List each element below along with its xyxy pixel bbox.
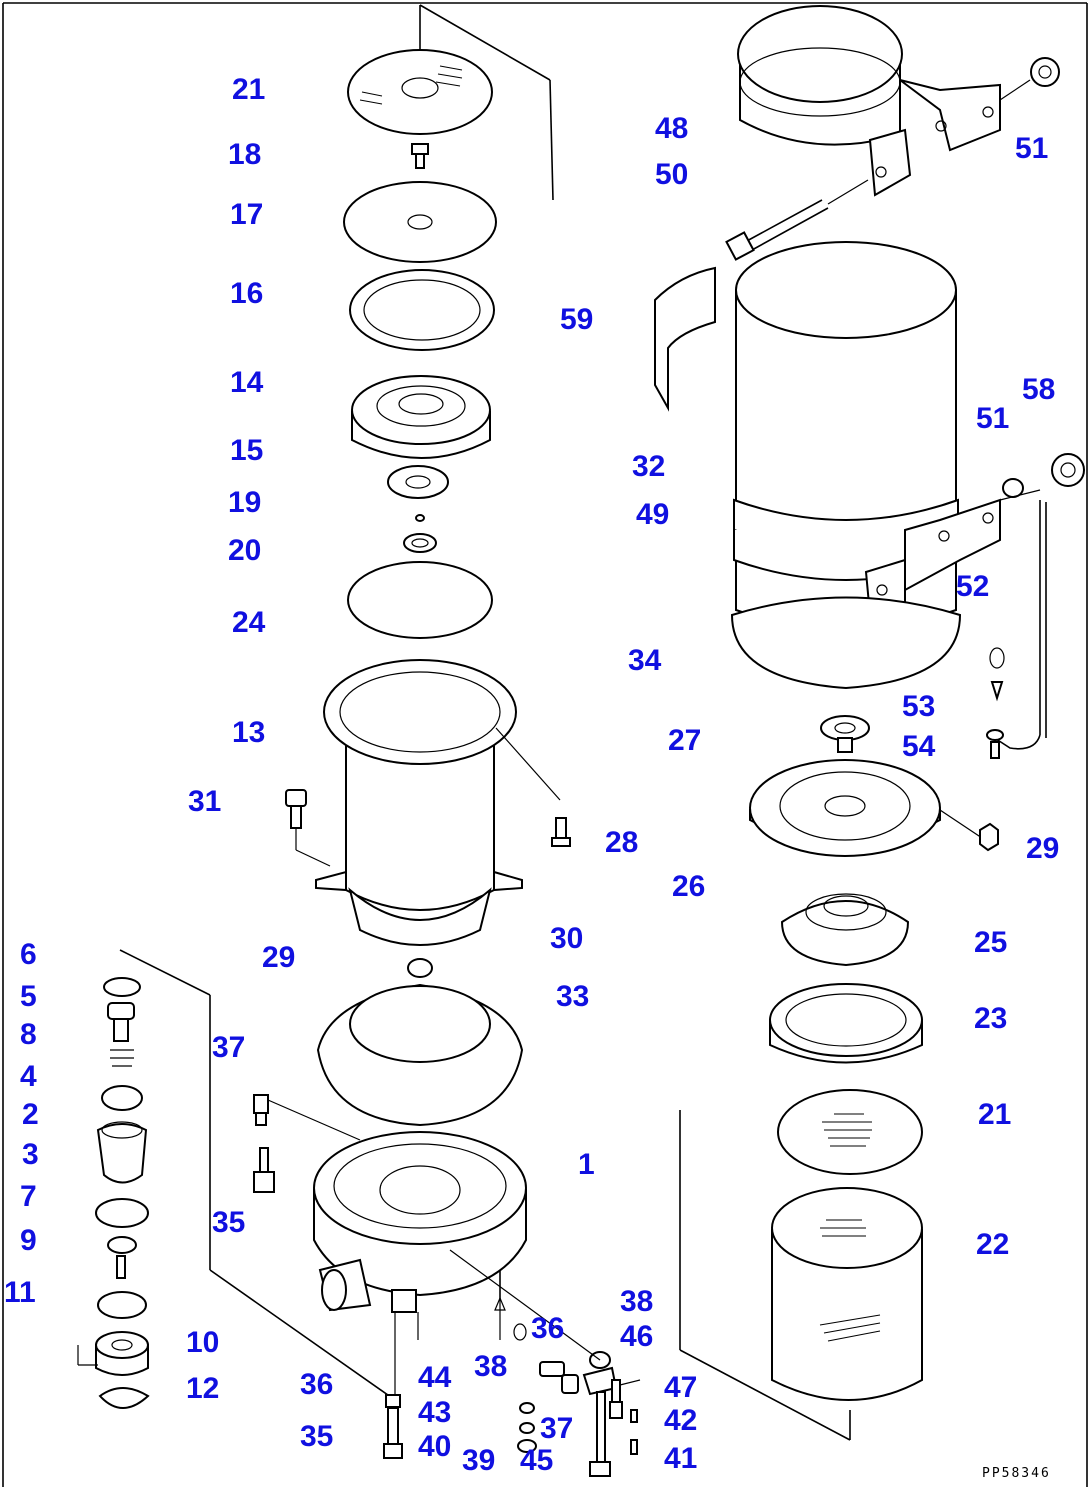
parts-15-19-20 — [387, 465, 449, 553]
label-part-50: 47 — [664, 1371, 698, 1404]
label-part-42: 39 — [462, 1444, 496, 1477]
label-part-53: 51 — [1015, 132, 1049, 165]
parts-54-55-58 — [989, 453, 1085, 750]
label-part-47: 44 — [418, 1361, 452, 1394]
part-59-strip — [654, 266, 716, 412]
label-part-39: 36 — [531, 1312, 565, 1345]
label-part-10: 10 — [186, 1326, 220, 1359]
part-26-lid — [749, 759, 986, 857]
guide-lines — [119, 4, 851, 1441]
bottom-fitting-parts — [383, 1249, 641, 1477]
label-part-33: 33 — [556, 980, 590, 1013]
parts-56-57 — [986, 647, 1005, 759]
part-22-filter — [771, 1187, 923, 1401]
part-21-screen — [777, 1089, 923, 1175]
parts-30-33-seals — [316, 983, 524, 1127]
label-part-22: 22 — [976, 1228, 1010, 1261]
part-21-cover — [347, 49, 493, 135]
label-part-35-upper: 35 — [212, 1206, 246, 1239]
label-part-28: 28 — [605, 826, 639, 859]
label-part-2: 2 — [22, 1098, 39, 1131]
parts-37-35-bolts — [253, 1094, 361, 1193]
label-part-29-right: 29 — [1026, 832, 1060, 865]
label-part-3: 3 — [22, 1138, 39, 1171]
part-1-body — [313, 1131, 527, 1400]
label-part-23: 23 — [974, 1002, 1008, 1035]
part-16-gasket — [349, 269, 495, 351]
part-13-housing — [315, 659, 561, 946]
part-14-cap — [351, 375, 491, 459]
label-part-16: 16 — [230, 277, 264, 310]
label-part-51-top: 48 — [655, 112, 689, 145]
label-part-15: 15 — [230, 434, 264, 467]
part-51-top-band — [737, 5, 1060, 197]
part-29-nut-left — [407, 958, 433, 978]
label-part-17: 17 — [230, 198, 264, 231]
label-part-1: 1 — [578, 1148, 595, 1181]
label-part-29-left: 29 — [262, 941, 296, 974]
label-part-46: 43 — [418, 1396, 452, 1429]
label-part-48: 45 — [520, 1444, 554, 1477]
label-part-54: 51 — [976, 402, 1010, 435]
label-part-24: 24 — [232, 606, 266, 639]
label-part-36: 36 — [300, 1368, 334, 1401]
label-part-27: 27 — [668, 724, 702, 757]
label-part-13: 13 — [232, 716, 266, 749]
drawing-code: PP58346 — [982, 1466, 1051, 1481]
label-part-40: 37 — [540, 1412, 574, 1445]
label-part-55: 52 — [956, 570, 990, 603]
part-52-bolt — [725, 179, 869, 261]
label-part-49: 46 — [620, 1320, 654, 1353]
label-part-35-lower: 35 — [300, 1420, 334, 1453]
label-part-8: 8 — [20, 1018, 37, 1051]
label-part-9: 9 — [20, 1224, 37, 1257]
label-part-43: 40 — [418, 1430, 452, 1463]
label-part-11: 11 — [4, 1276, 36, 1309]
label-part-58: 58 — [1022, 373, 1056, 406]
label-part-25: 25 — [974, 926, 1008, 959]
label-part-7: 7 — [20, 1180, 37, 1213]
label-part-21-right: 21 — [978, 1098, 1012, 1131]
label-part-21-top: 21 — [232, 73, 266, 106]
label-part-26: 26 — [672, 870, 706, 903]
part-18-bolt — [411, 143, 429, 169]
part-29-nut-right — [979, 822, 999, 852]
label-part-52: 50 — [655, 158, 689, 191]
label-part-34: 34 — [628, 644, 662, 677]
part-23-seal — [769, 983, 923, 1064]
label-part-30: 30 — [550, 922, 584, 955]
label-part-45: 42 — [664, 1404, 698, 1437]
label-part-59: 59 — [560, 303, 594, 336]
label-part-6: 6 — [20, 938, 37, 971]
label-part-41: 38 — [474, 1350, 508, 1383]
left-valve-parts — [77, 977, 150, 1409]
label-part-38: 38 — [620, 1285, 654, 1318]
part-17-plate — [343, 181, 497, 263]
label-part-14: 14 — [230, 366, 264, 399]
label-part-56: 53 — [902, 690, 936, 723]
part-25-element — [780, 893, 910, 967]
part-31-bolt — [285, 789, 331, 867]
part-34-ring — [730, 596, 962, 690]
label-part-32: 32 — [632, 450, 666, 483]
label-part-51-mid: 49 — [636, 498, 670, 531]
part-28-bolt — [551, 817, 571, 847]
label-part-4: 4 — [20, 1060, 37, 1093]
label-part-57: 54 — [902, 730, 936, 763]
label-part-20: 20 — [228, 534, 262, 567]
label-part-31: 31 — [188, 785, 222, 818]
label-part-44: 41 — [664, 1442, 698, 1475]
part-24-disc — [347, 561, 493, 639]
part-27-valve — [820, 715, 870, 753]
label-part-19: 19 — [228, 486, 262, 519]
label-part-12: 12 — [186, 1372, 220, 1405]
label-part-37: 37 — [212, 1031, 246, 1064]
label-part-5: 5 — [20, 980, 37, 1013]
label-part-18: 18 — [228, 138, 262, 171]
